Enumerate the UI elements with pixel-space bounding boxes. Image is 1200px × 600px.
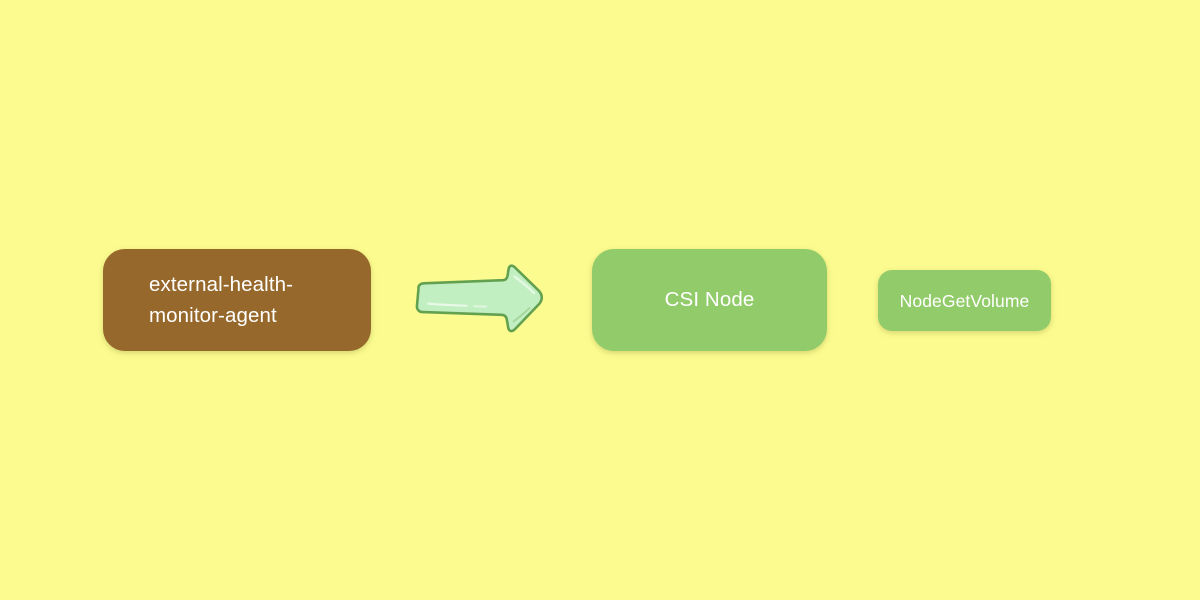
node-external-health-monitor-agent[interactable]: external-health- monitor-agent: [103, 249, 371, 351]
arrow-agent-to-csi-node-icon: [408, 264, 550, 338]
arrow-highlight-tail: [426, 302, 468, 307]
node-node-get-volume[interactable]: NodeGetVolume: [878, 270, 1051, 331]
node-node-get-volume-label: NodeGetVolume: [899, 290, 1030, 311]
arrow-shade-head: [512, 307, 531, 323]
arrow-highlight-head: [513, 275, 536, 295]
node-csi-node[interactable]: CSI Node: [592, 249, 827, 351]
node-external-health-monitor-agent-label: external-health- monitor-agent: [149, 273, 294, 327]
node-csi-node-label: CSI Node: [664, 288, 755, 311]
arrow-right-icon: [415, 264, 544, 333]
arrow-body-shape: [415, 264, 544, 333]
